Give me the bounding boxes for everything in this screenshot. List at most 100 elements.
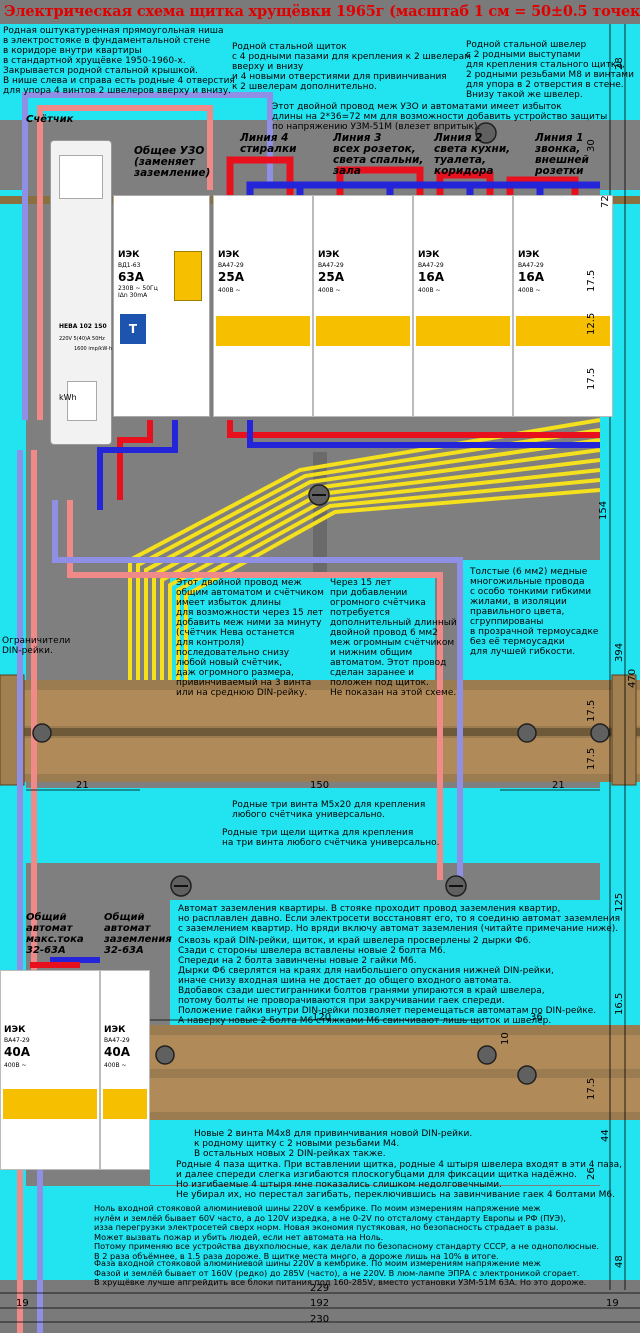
dim-229: 229: [310, 1283, 330, 1294]
dim-30: 30: [586, 139, 597, 152]
dim-21-right: 21: [552, 780, 565, 791]
ground-breaker-model: ВА47-29: [104, 1037, 130, 1044]
note-niche: Родная оштукатуренная прямоугольная ниша…: [3, 26, 235, 96]
meter-label: Счётчик: [26, 114, 74, 125]
note-zero-bus: Ноль входной стояковой алюминиевой шины …: [94, 1203, 599, 1261]
yellow-wire-bundle: [128, 418, 601, 680]
note-screws: Родные три винта М5х20 для крепления люб…: [232, 800, 426, 820]
page-title: Электрическая схема щитка хрущёвки 1965г…: [4, 3, 640, 20]
ground-breaker-volt: 400В ~: [104, 1062, 127, 1069]
breaker-line1: [513, 195, 613, 417]
dim-44: 44: [600, 1129, 611, 1142]
note-area-m4: [150, 1120, 600, 1185]
pink-top-wire: [37, 105, 213, 420]
breaker-3-brand: ИЭК: [418, 250, 440, 260]
dim-19-right: 19: [606, 1298, 619, 1309]
dim-28: 28: [614, 57, 625, 70]
note-area-drilling: [170, 900, 600, 1025]
dim-17-5-a: 17.5: [586, 269, 597, 292]
dim-192: 192: [310, 1298, 330, 1309]
note-area-thick-wires: [460, 560, 600, 680]
dim-120: 120: [312, 1012, 332, 1023]
note-after-15-years: Через 15 лет при добавлении огромного сч…: [330, 578, 457, 698]
dim-17-5-d: 17.5: [586, 747, 597, 770]
dim-394: 394: [614, 642, 625, 662]
meter-top-terminal: [59, 155, 103, 199]
line2-label: Линия 2 света кухни, туалета, коридора: [434, 132, 511, 177]
note-drilling: Сквозь край DIN-рейки, щиток, и край шве…: [178, 936, 597, 1026]
main-breaker: [0, 970, 100, 1170]
dim-17-5-e: 17.5: [586, 1077, 597, 1100]
dim-150: 150: [310, 780, 330, 791]
breaker-3-model: ВА47-29: [418, 262, 444, 269]
breaker-4-volt: 400В ~: [518, 287, 541, 294]
breaker-4-brand: ИЭК: [518, 250, 540, 260]
dim-12-5: 12.5: [586, 312, 597, 335]
note-din-limiters: Ограничители DIN-рейки.: [2, 636, 71, 656]
meter-unit: kWh: [59, 393, 77, 402]
note-channel: Родной стальной швелер с 2 родными высту…: [466, 40, 634, 100]
meter-brand: НЕВА 102 1S0: [59, 323, 107, 330]
dim-21-left: 21: [76, 780, 89, 791]
dim-17-5-c: 17.5: [586, 699, 597, 722]
note-area-meter-wire: [170, 574, 435, 684]
line3-label: Линия 3 всех розеток, света спальни, зал…: [333, 132, 424, 177]
rcd-brand: ИЭК: [118, 250, 140, 260]
breaker-2-model: ВА47-29: [318, 262, 344, 269]
note-area-screws: [26, 788, 600, 863]
breaker-2-volt: 400В ~: [318, 287, 341, 294]
breaker-2-amps: 25A: [318, 270, 344, 284]
ground-auto-label: Общий автомат заземления 32-63А: [104, 912, 172, 956]
breaker-2-brand: ИЭК: [318, 250, 340, 260]
rcd-label: Общее УЗО (заменяет заземление): [134, 145, 211, 179]
rcd-spec: 230В ~ 50Гц IΔn 30mA: [118, 285, 158, 299]
dim-10: 10: [500, 1032, 511, 1045]
ground-breaker-brand: ИЭК: [104, 1025, 126, 1035]
pink-wire-route: [67, 500, 443, 880]
niche-top-area: [0, 24, 640, 96]
ground-breaker-amps: 40A: [104, 1045, 130, 1059]
breaker-1-volt: 400В ~: [218, 287, 241, 294]
dim-48: 48: [614, 1255, 625, 1268]
note-shield: Родной стальной щиток с 4 родными пазами…: [232, 42, 471, 92]
main-breaker-amps: 40A: [4, 1045, 30, 1059]
rcd-device: T: [113, 195, 210, 417]
note-phase-bus: Фаза входной стояковой алюминиевой шины …: [94, 1258, 587, 1287]
note-thick-wires: Толстые (6 мм2) медные многожильные пров…: [470, 567, 599, 657]
note-m4: Новые 2 винта М4х8 для привинчивания нов…: [194, 1129, 473, 1159]
dim-17-5-b: 17.5: [586, 367, 597, 390]
dim-26: 26: [586, 1167, 597, 1180]
main-breaker-volt: 400В ~: [4, 1062, 27, 1069]
dim-36: 36: [530, 1012, 543, 1023]
dim-19-left: 19: [16, 1298, 29, 1309]
lavender-top-wire: [22, 92, 273, 420]
dim-154: 154: [598, 500, 609, 520]
dim-72: 72: [600, 195, 611, 208]
note-grooves: Родные 4 паза щитка. При вставлении щитк…: [176, 1160, 622, 1200]
dim-470: 470: [627, 668, 638, 688]
ground-breaker: [100, 970, 150, 1170]
meter-imp: 1600 imp/kW·h: [74, 346, 113, 352]
electricity-meter: kWh: [50, 140, 112, 445]
note-meter-wire: Этот двойной провод меж общим автоматом …: [176, 578, 324, 698]
niche-bottom-area: [0, 1185, 640, 1280]
breaker-4-model: ВА47-29: [518, 262, 544, 269]
dim-125: 125: [614, 892, 625, 912]
note-double-wire: Этот двойной провод меж УЗО и автоматами…: [272, 102, 608, 132]
dim-16-5: 16.5: [614, 992, 625, 1015]
note-ground-auto: Автомат заземления квартиры. В стояке пр…: [178, 904, 621, 934]
breaker-3-volt: 400В ~: [418, 287, 441, 294]
main-auto-label: Общий автомат макс.тока 32-63А: [26, 912, 84, 956]
rcd-model: ВД1-63: [118, 262, 141, 269]
line4-label: Линия 4 стиралки: [240, 132, 297, 155]
din-rail-middle: [0, 680, 640, 782]
breaker-line4: [213, 195, 313, 417]
meter-bottom-terminal: [67, 381, 97, 421]
breaker-busbars: [97, 420, 600, 510]
breaker-1-amps: 25A: [218, 270, 244, 284]
note-slots: Родные три щели щитка для крепления на т…: [222, 828, 440, 848]
main-breaker-brand: ИЭК: [4, 1025, 26, 1035]
dim-230: 230: [310, 1314, 330, 1325]
breaker-4-amps: 16A: [518, 270, 544, 284]
breaker-line2: [413, 195, 513, 417]
